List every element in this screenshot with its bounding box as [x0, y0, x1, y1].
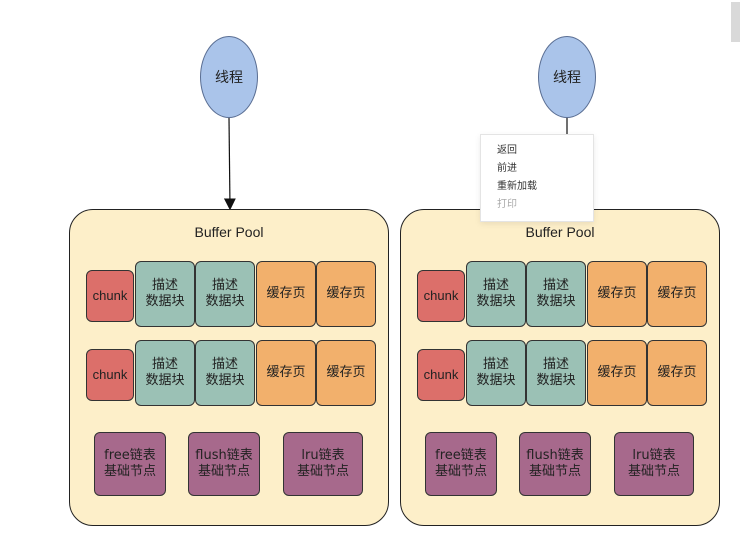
context-menu: 返回 前进 重新加载 打印 — [480, 134, 594, 222]
thread-to-pool-arrow — [223, 117, 236, 211]
buffer-pool-title: Buffer Pool — [194, 224, 264, 240]
lru-list-node: lru链表 基础节点 — [614, 432, 694, 496]
cache-page: 缓存页 — [587, 261, 647, 327]
descriptor-block: 描述 数据块 — [466, 261, 526, 327]
descriptor-block: 描述 数据块 — [195, 340, 255, 406]
cache-page: 缓存页 — [316, 261, 376, 327]
thread-node: 线程 — [538, 36, 596, 118]
cache-page: 缓存页 — [647, 340, 707, 406]
descriptor-block: 描述 数据块 — [526, 340, 586, 406]
cache-page: 缓存页 — [316, 340, 376, 406]
chunk-block: chunk — [86, 270, 134, 322]
context-menu-reload[interactable]: 重新加载 — [497, 181, 537, 192]
buffer-pool-title: Buffer Pool — [525, 224, 595, 240]
free-list-node: free链表 基础节点 — [94, 432, 166, 496]
chunk-block: chunk — [417, 349, 465, 401]
scrollbar-thumb[interactable] — [731, 2, 740, 42]
chunk-block: chunk — [86, 349, 134, 401]
thread-label: 线程 — [553, 70, 581, 86]
descriptor-block: 描述 数据块 — [135, 340, 195, 406]
cache-page: 缓存页 — [256, 261, 316, 327]
lru-list-node: lru链表 基础节点 — [283, 432, 363, 496]
descriptor-block: 描述 数据块 — [195, 261, 255, 327]
context-menu-print: 打印 — [497, 199, 517, 210]
thread-label: 线程 — [215, 70, 243, 86]
descriptor-block: 描述 数据块 — [526, 261, 586, 327]
cache-page: 缓存页 — [256, 340, 316, 406]
context-menu-back[interactable]: 返回 — [497, 145, 517, 156]
descriptor-block: 描述 数据块 — [135, 261, 195, 327]
context-menu-forward[interactable]: 前进 — [497, 163, 517, 174]
flush-list-node: flush链表 基础节点 — [188, 432, 260, 496]
cache-page: 缓存页 — [587, 340, 647, 406]
cache-page: 缓存页 — [647, 261, 707, 327]
chunk-block: chunk — [417, 270, 465, 322]
thread-node: 线程 — [200, 36, 258, 118]
descriptor-block: 描述 数据块 — [466, 340, 526, 406]
free-list-node: free链表 基础节点 — [425, 432, 497, 496]
flush-list-node: flush链表 基础节点 — [519, 432, 591, 496]
